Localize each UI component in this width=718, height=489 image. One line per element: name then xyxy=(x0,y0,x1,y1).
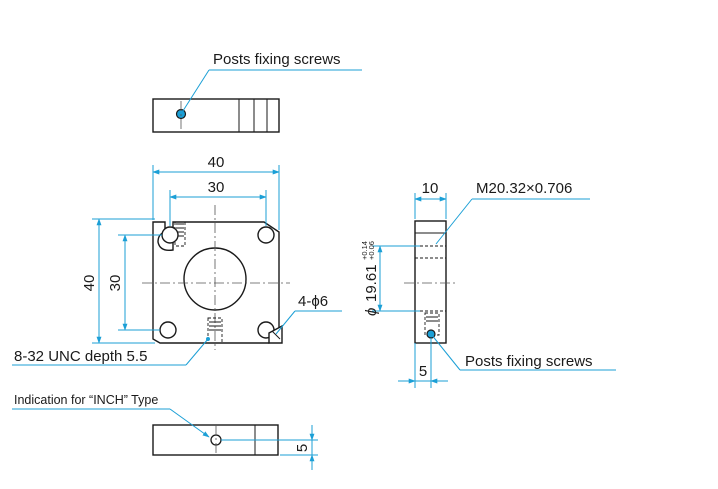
dim-screw-offset: 5 xyxy=(419,363,427,380)
mount-hole-top-right xyxy=(257,226,275,244)
bore-prefix: ϕ xyxy=(363,308,380,316)
top-view: Posts fixing screws xyxy=(152,51,362,133)
thread-spec-label: M20.32×0.706 xyxy=(476,180,572,197)
dim-hole-pitch-x: 30 xyxy=(208,179,225,196)
bore-tol-upper: +0.14 xyxy=(360,241,369,260)
dim-hole-pitch-y: 30 xyxy=(107,275,124,292)
dim-thickness: 10 xyxy=(422,180,439,197)
posts-fixing-label-side: Posts fixing screws xyxy=(465,353,593,370)
inch-type-label: Indication for “INCH” Type xyxy=(14,393,158,407)
inch-type-view: Indication for “INCH” Type 5 xyxy=(12,393,318,470)
mount-hole-bottom-left xyxy=(159,321,177,339)
bore-value: 19.61 xyxy=(363,264,380,302)
posts-fixing-label-top: Posts fixing screws xyxy=(213,51,341,68)
tapped-hole-label: 8-32 UNC depth 5.5 xyxy=(14,348,147,365)
dim-outer-height: 40 xyxy=(81,275,98,292)
side-view: 10 M20.32×0.706 ϕ 19.61 +0.14 +0.06 5 Po… xyxy=(360,180,616,388)
front-view: 40 30 40 30 4-ϕ6 8-32 UNC depth 5.5 xyxy=(12,154,342,366)
bore-tol-lower: +0.06 xyxy=(367,241,376,260)
hole-spec-label: 4-ϕ6 xyxy=(298,293,328,310)
dim-outer-width: 40 xyxy=(208,154,225,171)
dim-inch-offset: 5 xyxy=(294,444,311,452)
mount-hole-top-left xyxy=(161,226,179,244)
